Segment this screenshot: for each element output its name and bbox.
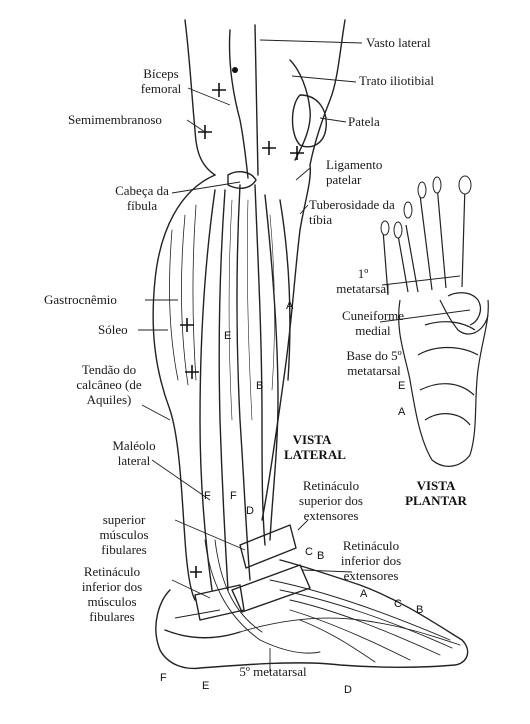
marker-c-ankle: C bbox=[305, 546, 313, 558]
marker-e-leg: E bbox=[224, 330, 232, 342]
label-cabeca-fibula: Cabeça da fíbula bbox=[115, 183, 169, 213]
label-biceps-femoral: Bíceps femoral bbox=[140, 66, 182, 96]
marker-a-foot: A bbox=[360, 588, 368, 600]
plantar-toes bbox=[380, 175, 472, 239]
plus-markers bbox=[180, 83, 304, 578]
label-semimembranoso: Semimembranoso bbox=[68, 112, 162, 127]
marker-f-leg-1: F bbox=[204, 490, 211, 502]
marker-e-foot: E bbox=[202, 680, 210, 692]
label-ligamento-patelar: Ligamento patelar bbox=[326, 157, 383, 187]
label-retinaculo-inferior-fibulares: Retináculo inferior dos músculos fibular… bbox=[81, 564, 143, 624]
patella-shape bbox=[291, 94, 327, 148]
label-tuberosidade-tibia: Tuberosidade da tíbia bbox=[309, 197, 395, 227]
label-cuneiforme-medial: Cuneiforme medial bbox=[341, 308, 405, 338]
marker-b-leg: B bbox=[256, 380, 264, 392]
label-metatarsal-5: 5º metatarsal bbox=[239, 664, 307, 679]
marker-e-plantar: E bbox=[398, 380, 406, 392]
title-vista-lateral: VISTA LATERAL bbox=[284, 432, 346, 462]
label-maleolo-lateral: Maléolo lateral bbox=[112, 438, 156, 468]
marker-f-leg-2: F bbox=[230, 490, 237, 502]
marker-a-plantar: A bbox=[398, 406, 406, 418]
marker-a-leg: A bbox=[286, 300, 294, 312]
thigh-outline bbox=[184, 19, 216, 176]
inferior-extensor-retinaculum bbox=[231, 564, 311, 613]
leader-lines bbox=[138, 39, 471, 672]
marker-b-ankle: B bbox=[317, 550, 325, 562]
marker-c-foot: C bbox=[394, 598, 402, 610]
inferior-fibular-retinaculum bbox=[194, 584, 245, 621]
label-retinaculo-superior-extensores: Retináculo superior dos extensores bbox=[299, 478, 363, 523]
calf-outline bbox=[152, 174, 216, 601]
foot-outline bbox=[155, 559, 469, 670]
label-soleo: Sóleo bbox=[98, 322, 128, 337]
title-vista-plantar: VISTA PLANTAR bbox=[405, 478, 467, 508]
marker-d-foot: D bbox=[344, 684, 352, 696]
label-gastrocnemio: Gastrocnêmio bbox=[44, 292, 117, 307]
label-retinaculo-superior-fibulares: superior músculos fibulares bbox=[99, 512, 149, 557]
marker-d-leg: D bbox=[246, 505, 254, 517]
marker-b-foot: B bbox=[416, 604, 424, 616]
label-base-5-metatarsal: Base do 5º metatarsal bbox=[346, 348, 402, 378]
label-retinaculo-inferior-extensores: Retináculo inferior dos extensores bbox=[340, 538, 402, 583]
superior-extensor-retinaculum bbox=[239, 524, 297, 569]
label-metatarsal-1: 1º metatarsal bbox=[336, 266, 390, 296]
label-patela: Patela bbox=[348, 114, 380, 129]
label-tendao-calcaneo: Tendão do calcâneo (de Aquiles) bbox=[76, 362, 142, 407]
plantar-foot bbox=[382, 184, 489, 467]
label-vasto-lateral: Vasto lateral bbox=[366, 35, 431, 50]
label-trato-iliotibial: Trato iliotibial bbox=[359, 73, 434, 88]
marker-f-foot: F bbox=[160, 672, 167, 684]
